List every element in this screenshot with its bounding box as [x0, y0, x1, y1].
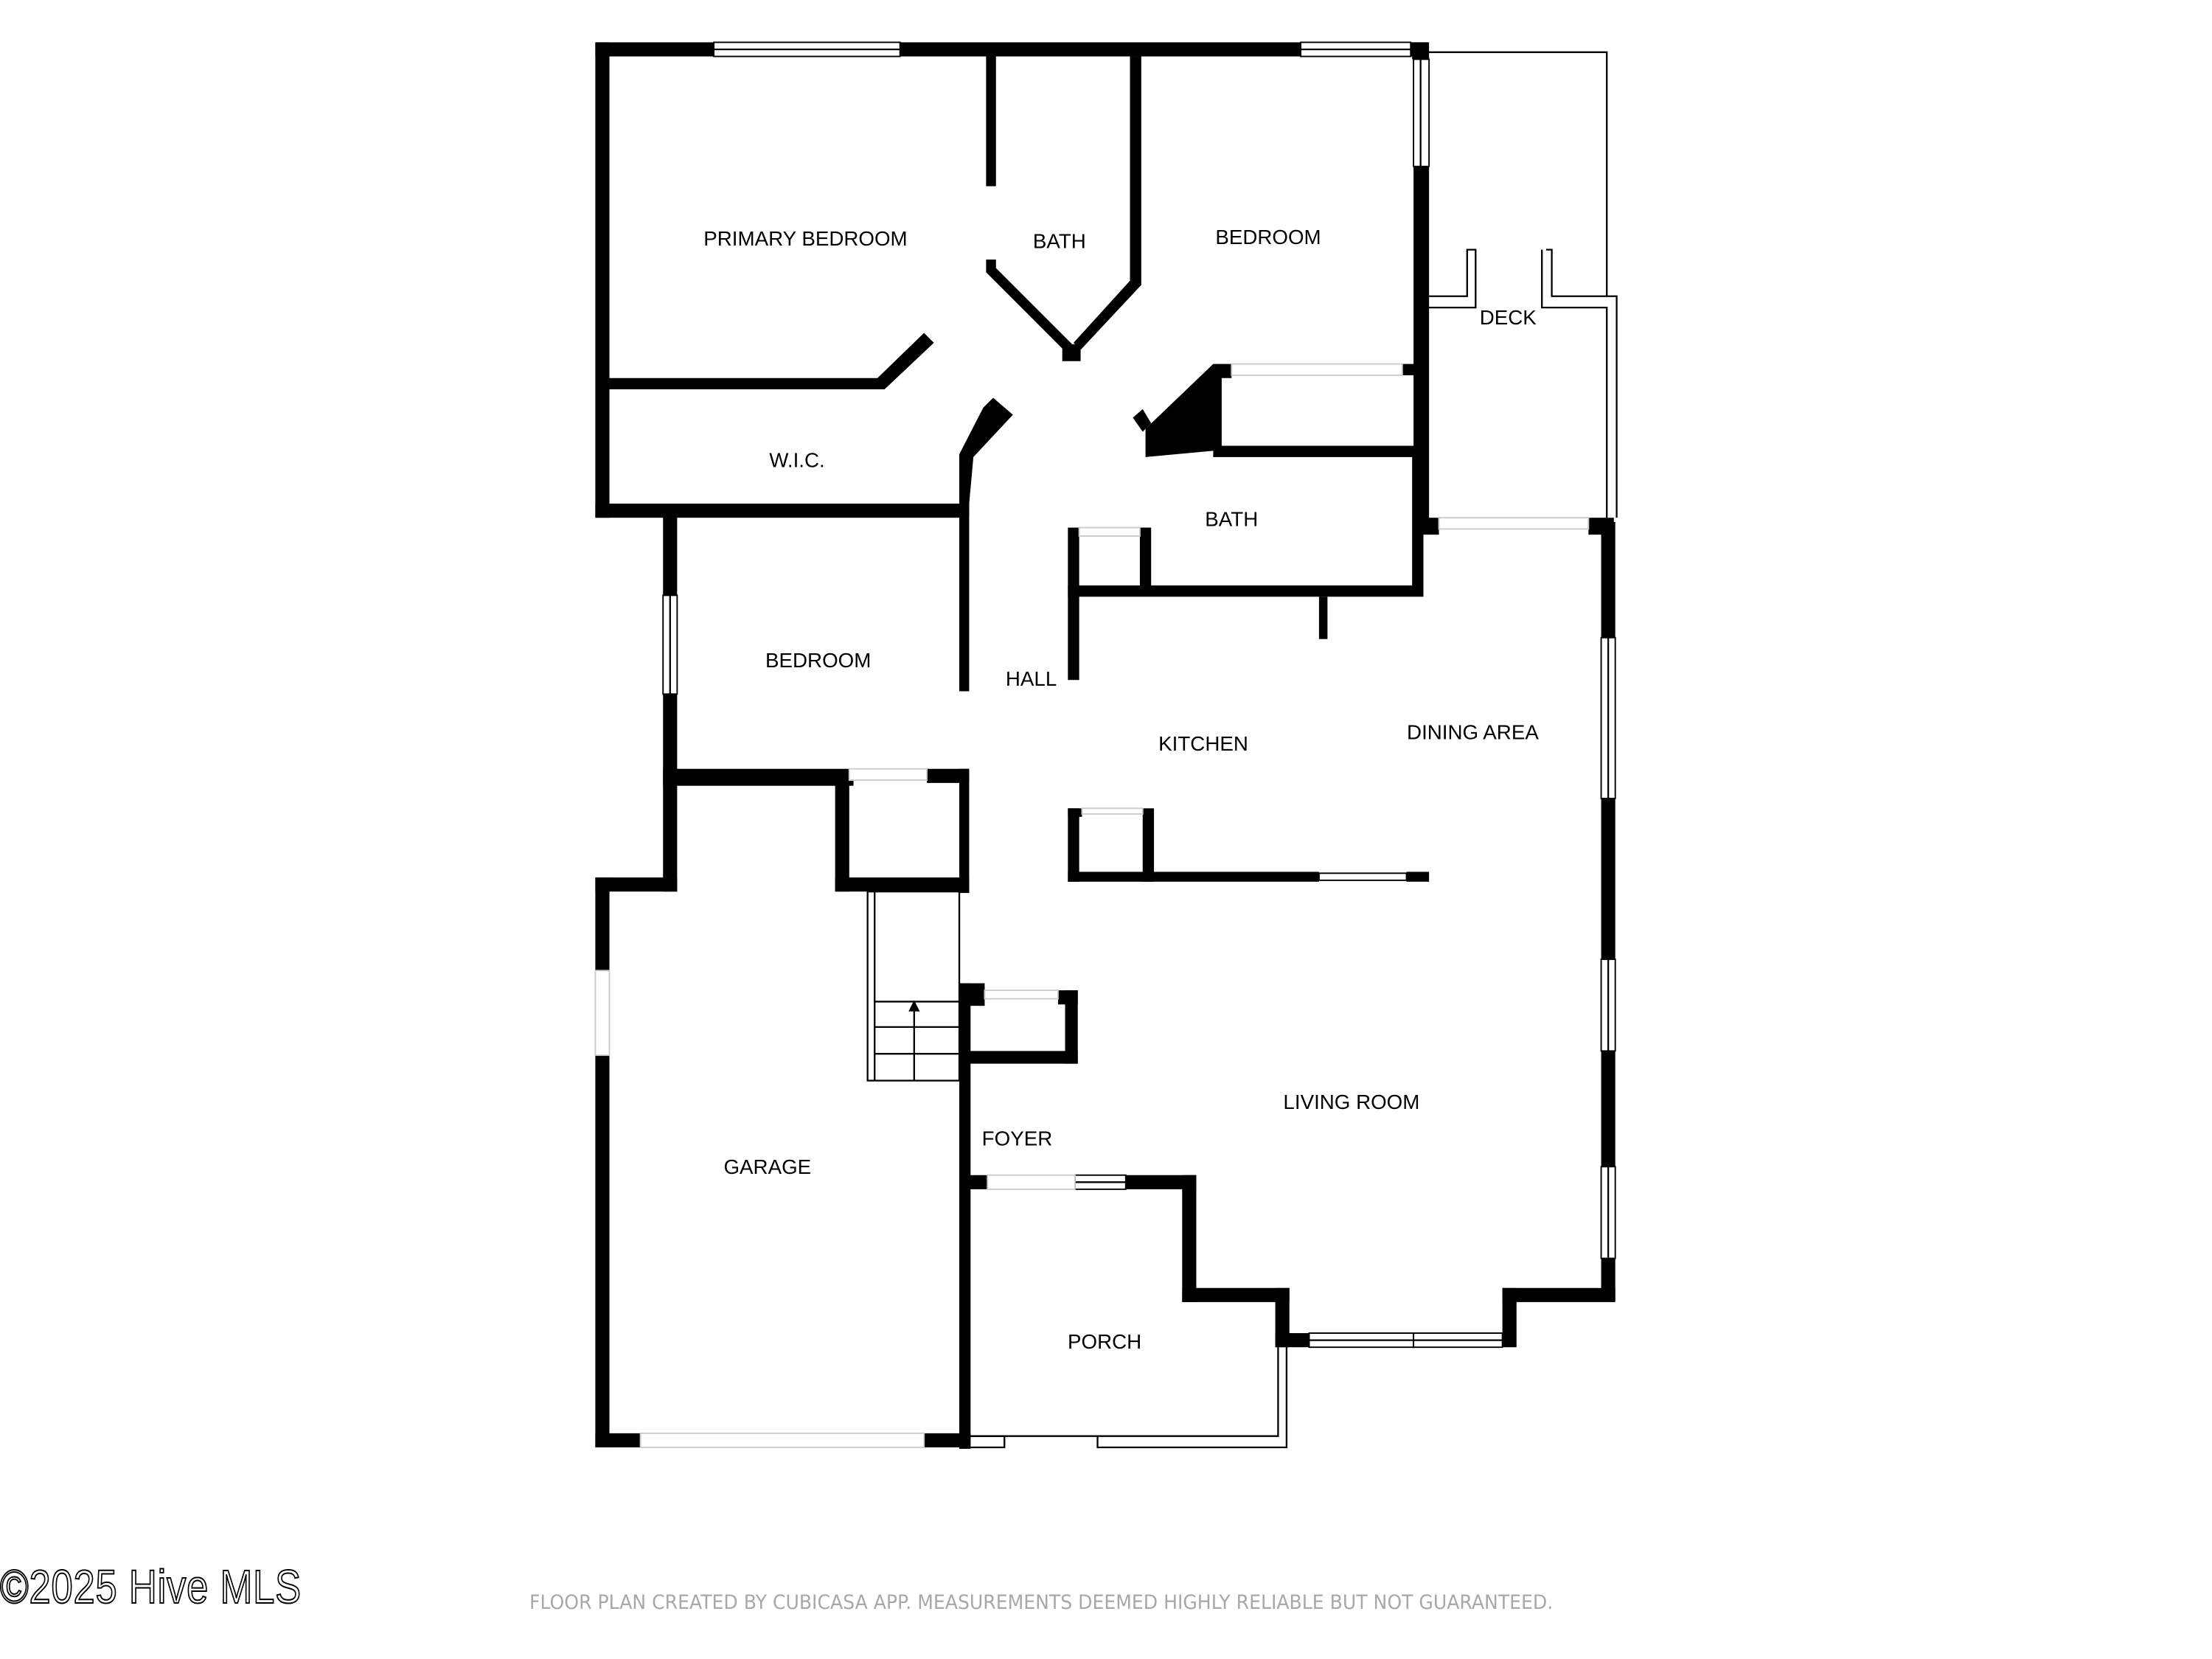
room-label-kitchen: KITCHEN	[1158, 732, 1248, 755]
porch-outline	[970, 1347, 1288, 1449]
stairs	[866, 891, 961, 1082]
room-label-bath-1: BATH	[1033, 230, 1086, 253]
room-label-foyer: FOYER	[982, 1127, 1053, 1150]
room-label-deck: DECK	[1480, 306, 1537, 329]
copyright-watermark: ©2025 Hive MLS	[0, 1559, 302, 1614]
room-label-dining-area: DINING AREA	[1407, 721, 1539, 744]
room-label-porch: PORCH	[1068, 1330, 1141, 1353]
stairs-up-arrow-icon	[908, 1000, 920, 1012]
walls	[595, 42, 1615, 1449]
room-label-bedroom-2: BEDROOM	[765, 649, 871, 672]
room-label-bath-2: BATH	[1205, 508, 1258, 531]
room-labels: PRIMARY BEDROOM BATH BEDROOM DECK W.I.C.…	[703, 226, 1539, 1353]
floor-plan-disclaimer: FLOOR PLAN CREATED BY CUBICASA APP. MEAS…	[529, 1591, 1554, 1614]
windows	[662, 41, 1616, 1349]
room-label-primary-bedroom: PRIMARY BEDROOM	[703, 227, 907, 250]
room-label-garage: GARAGE	[723, 1155, 811, 1178]
room-label-hall: HALL	[1006, 667, 1057, 690]
door-openings	[594, 363, 1590, 1448]
room-label-wic: W.I.C.	[769, 448, 825, 471]
deck-outline	[1429, 51, 1618, 518]
room-label-living-room: LIVING ROOM	[1283, 1091, 1419, 1113]
room-label-bedroom-1: BEDROOM	[1215, 226, 1321, 248]
